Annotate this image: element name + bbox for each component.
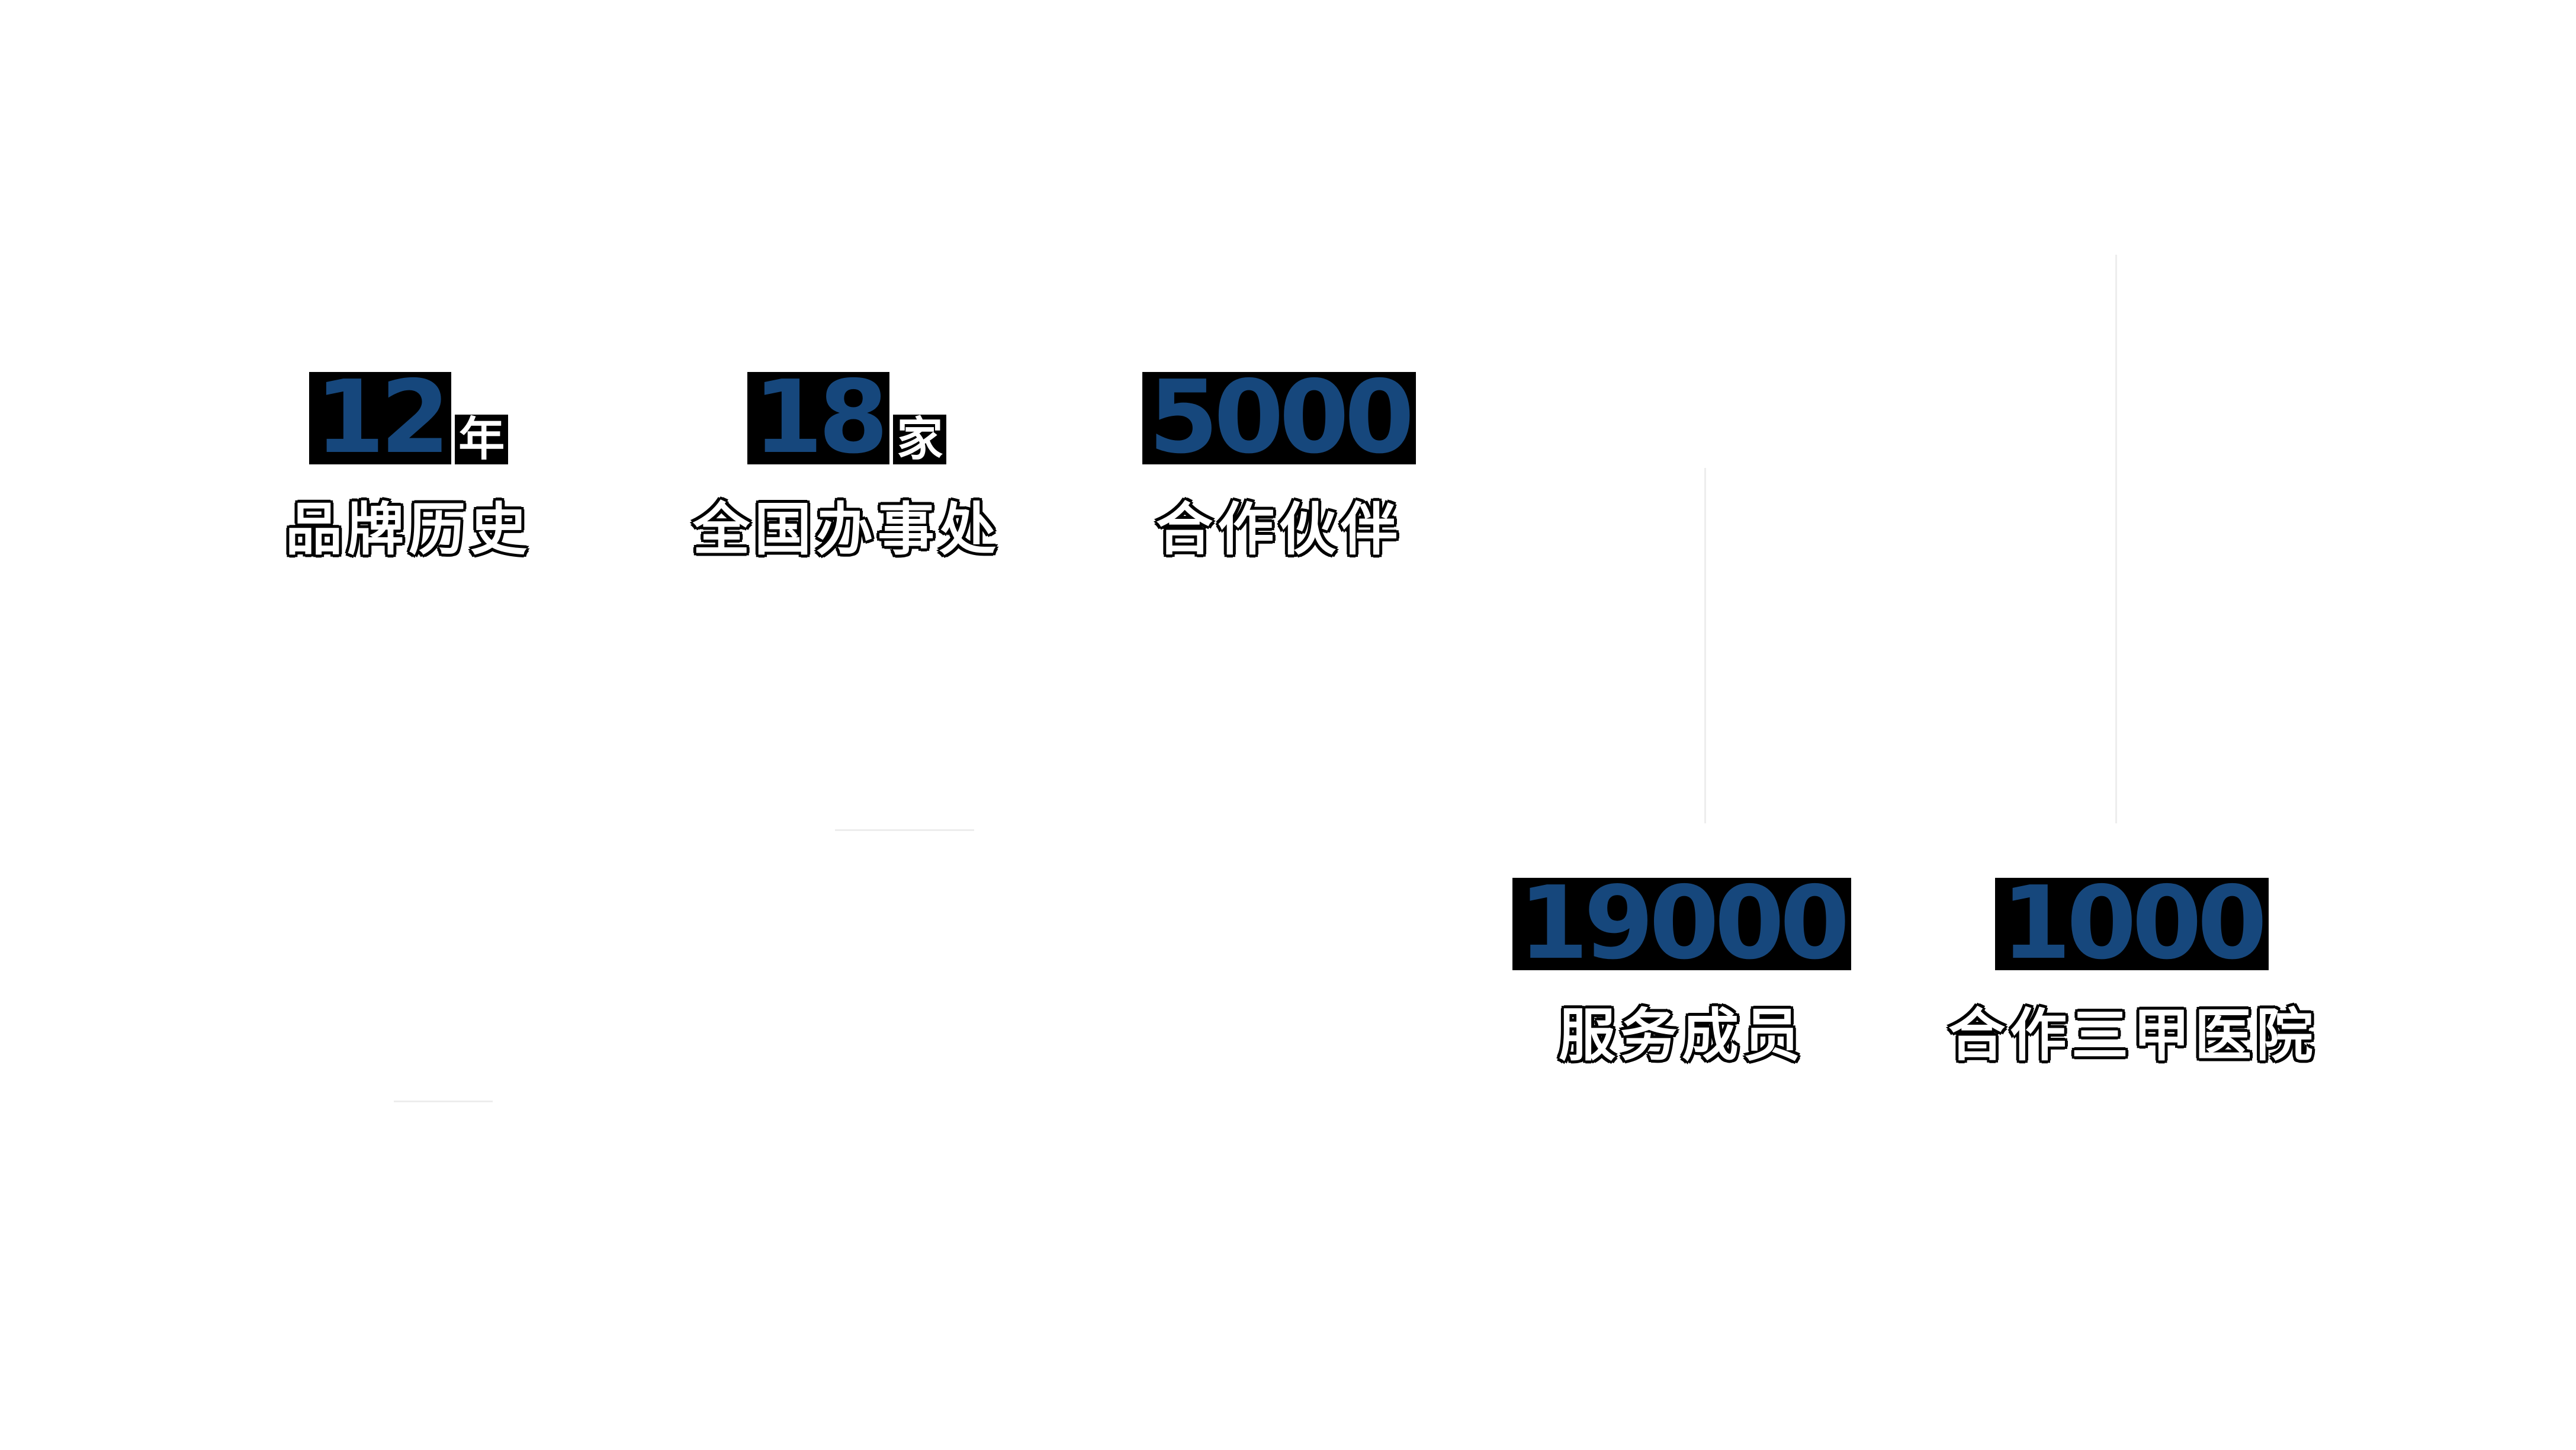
stat-label: 服务成员 [1559, 1002, 1805, 1069]
stat-partner-hospitals: 1000 合作三甲医院 [1948, 873, 2318, 1072]
stat-national-offices: 18 家 全国办事处 [681, 367, 1013, 566]
stat-label: 合作三甲医院 [1948, 1002, 2318, 1069]
stat-number-row: 5000 [1107, 367, 1451, 468]
stat-brand-history: 12 年 品牌历史 [243, 367, 574, 566]
stat-label: 全国办事处 [693, 496, 1001, 563]
divider-vertical-2 [2115, 255, 2117, 823]
stat-number: 12 [309, 367, 452, 468]
stat-unit: 家 [893, 415, 947, 464]
stat-partners: 5000 合作伙伴 [1107, 367, 1451, 566]
stat-number-row: 19000 [1504, 873, 1859, 974]
stat-number: 18 [747, 367, 890, 468]
stat-unit: 年 [455, 415, 509, 464]
divider-vertical-1 [1704, 468, 1706, 823]
stat-number-row: 12 年 [243, 367, 574, 468]
stat-label: 合作伙伴 [1156, 496, 1402, 563]
stat-members-served: 19000 服务成员 [1504, 873, 1859, 1072]
stat-number-row: 18 家 [681, 367, 1013, 468]
stat-number: 19000 [1512, 873, 1851, 974]
stat-number-row: 1000 [1948, 873, 2315, 974]
divider-horizontal-1 [835, 829, 974, 831]
stat-label: 品牌历史 [285, 496, 532, 563]
stat-number: 5000 [1142, 367, 1416, 468]
divider-horizontal-2 [394, 1101, 493, 1102]
stat-number: 1000 [1995, 873, 2269, 974]
